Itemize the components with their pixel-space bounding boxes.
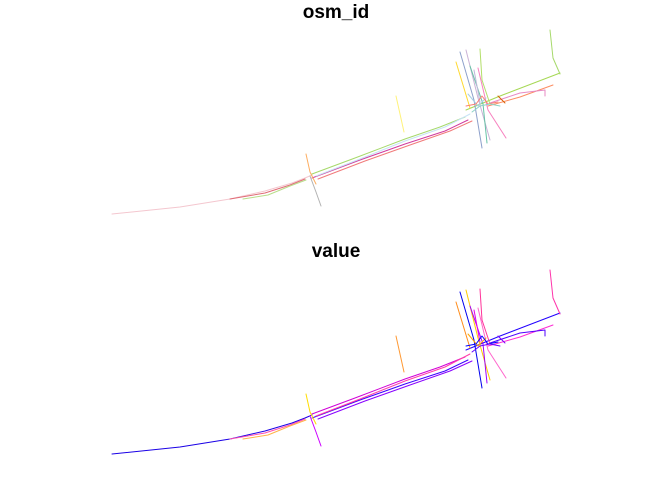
road-segment-v-7 xyxy=(479,288,491,345)
road-segment-road-mid-4 xyxy=(317,120,473,180)
road-segment-road-mid-3 xyxy=(315,353,471,417)
panel-title-value: value xyxy=(311,241,361,262)
road-segment-cross-1 xyxy=(305,153,317,185)
road-segment-road-mid-1 xyxy=(311,116,466,175)
road-segment-curve-2 xyxy=(471,103,501,113)
road-segment-curve-2 xyxy=(471,343,501,353)
road-segment-road-right-3 xyxy=(489,329,546,344)
road-segment-v-2 xyxy=(459,51,483,149)
road-segment-v-5 xyxy=(473,69,481,103)
road-segment-v-4 xyxy=(469,65,488,144)
road-segment-road-left-3 xyxy=(242,179,307,200)
road-segment-road-mid-1 xyxy=(311,356,466,415)
road-segment-road-right-2 xyxy=(487,324,554,347)
road-segment-v-7 xyxy=(479,48,491,105)
road-segment-top-right xyxy=(549,29,561,75)
road-segment-road-mid-2 xyxy=(311,119,469,179)
road-segment-v-1 xyxy=(455,301,471,349)
road-segment-v-4 xyxy=(469,305,488,384)
road-segment-road-left-2 xyxy=(229,178,306,200)
road-segment-cross-2 xyxy=(309,415,322,447)
road-segment-road-left-2 xyxy=(229,418,306,440)
road-segment-v-9 xyxy=(497,95,506,104)
road-segment-vert-mid xyxy=(395,335,405,373)
road-segment-road-right-2 xyxy=(487,84,554,107)
road-segment-road-mid-4 xyxy=(317,360,473,420)
road-segment-v-2 xyxy=(459,291,483,389)
road-segment-road-mid-3 xyxy=(315,113,471,177)
road-segment-main-road xyxy=(111,414,313,455)
road-segment-curve-1 xyxy=(465,95,499,107)
road-segment-v-1 xyxy=(455,61,471,109)
road-segment-v-8 xyxy=(467,333,487,347)
road-segment-curve-1 xyxy=(465,335,499,347)
map-panel-osm-id xyxy=(111,29,561,215)
road-segment-v-6 xyxy=(477,307,507,379)
road-segment-v-9 xyxy=(497,335,506,344)
road-segment-cross-1 xyxy=(305,393,317,425)
map-panel-value xyxy=(111,269,561,455)
road-segment-road-left-3 xyxy=(242,419,307,440)
panel-title-osm-id: osm_id xyxy=(302,2,370,23)
road-segment-main-road xyxy=(111,174,313,215)
road-segment-road-right-3 xyxy=(489,89,546,104)
road-segment-top-right xyxy=(549,269,561,315)
road-segment-v-6 xyxy=(477,67,507,139)
road-segment-v-8 xyxy=(467,93,487,107)
road-segment-cross-2 xyxy=(309,175,322,207)
road-segment-vert-mid xyxy=(395,95,405,133)
road-segment-v-5 xyxy=(473,309,481,343)
road-segment-road-mid-2 xyxy=(311,359,469,419)
